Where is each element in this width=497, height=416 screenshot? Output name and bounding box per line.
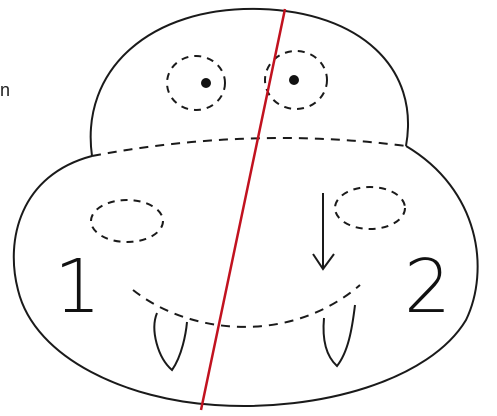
left-fang (154, 313, 187, 370)
region-label-2: 2 (404, 250, 451, 324)
fold-line (92, 138, 406, 156)
region-label-1: 1 (54, 250, 101, 324)
cut-line (201, 9, 285, 410)
right-fang (324, 305, 355, 366)
head-outline (91, 9, 408, 156)
left-nostril (91, 200, 163, 242)
right-eye-pupil (289, 75, 299, 85)
right-nostril (335, 187, 405, 229)
down-arrow-icon (313, 193, 334, 269)
mouth-line (133, 285, 360, 327)
left-eye-outline (167, 56, 225, 110)
left-eye-pupil (201, 78, 211, 88)
